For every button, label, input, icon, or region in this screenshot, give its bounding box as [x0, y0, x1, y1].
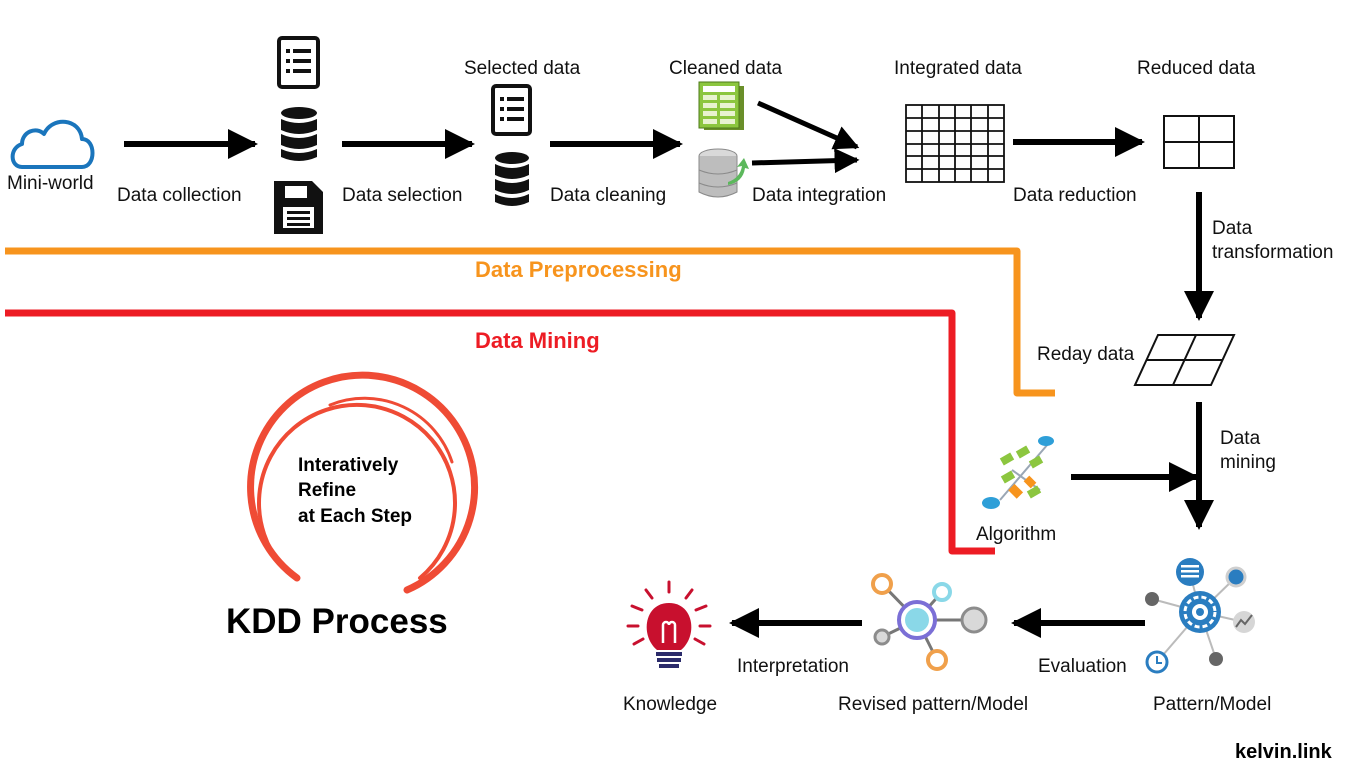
preprocessing-phase-label: Data Preprocessing: [475, 257, 682, 282]
loop-text-line-1: Interatively: [298, 455, 399, 476]
data-integration-label: Data integration: [752, 185, 886, 206]
database-refresh-icon: [698, 148, 749, 198]
revised-pattern-label: Revised pattern/Model: [838, 694, 1028, 715]
cleaned-data-label: Cleaned data: [669, 58, 782, 79]
reduced-data-label: Reduced data: [1137, 58, 1256, 79]
data-transformation-label-1: Data: [1212, 218, 1253, 239]
database-icon: [281, 107, 317, 161]
pattern-model-label: Pattern/Model: [1153, 694, 1271, 715]
data-reduction-label: Data reduction: [1013, 185, 1137, 206]
integration-arrow-lower: [751, 148, 860, 174]
ready-data-label: Reday data: [1037, 344, 1135, 365]
data-cleaning-label: Data cleaning: [550, 185, 666, 206]
save-disk-icon: [274, 181, 323, 234]
data-selection-label: Data selection: [342, 185, 462, 206]
algorithm-flowchart-icon: [982, 436, 1054, 509]
watermark: kelvin.link: [1235, 741, 1333, 763]
interpretation-label: Interpretation: [737, 656, 849, 677]
iterative-loop-icon: [247, 371, 479, 594]
loop-text-line-3: at Each Step: [298, 506, 412, 527]
algorithm-label: Algorithm: [976, 524, 1056, 545]
selected-data-label: Selected data: [464, 58, 581, 79]
cloud-icon: [10, 119, 95, 169]
spreadsheet-icon: [698, 81, 744, 130]
data-mining-label-1: Data: [1220, 428, 1261, 449]
mini-world-label: Mini-world: [7, 173, 94, 194]
revised-pattern-network-icon: [871, 573, 988, 671]
evaluation-label: Evaluation: [1038, 656, 1127, 677]
lightbulb-icon: [626, 580, 712, 668]
document-list-icon: [277, 36, 320, 89]
selected-document-icon: [491, 84, 532, 136]
ready-data-grid: [1133, 334, 1236, 386]
knowledge-label: Knowledge: [623, 694, 717, 715]
selected-database-icon: [495, 152, 529, 206]
data-collection-label: Data collection: [117, 185, 242, 206]
data-transformation-label-2: transformation: [1212, 242, 1333, 263]
data-mining-label-2: mining: [1220, 452, 1276, 473]
loop-text-line-2: Refine: [298, 480, 356, 501]
integrated-data-label: Integrated data: [894, 58, 1022, 79]
preprocessing-boundary-line: [5, 247, 1055, 397]
integrated-data-grid: [905, 104, 1005, 183]
mining-boundary-line: [5, 309, 995, 555]
pattern-model-gear-icon: [1145, 558, 1255, 674]
diagram-title: KDD Process: [226, 602, 448, 641]
mining-phase-label: Data Mining: [475, 328, 600, 353]
integration-arrow-upper: [756, 100, 860, 150]
reduced-data-grid: [1163, 115, 1235, 169]
